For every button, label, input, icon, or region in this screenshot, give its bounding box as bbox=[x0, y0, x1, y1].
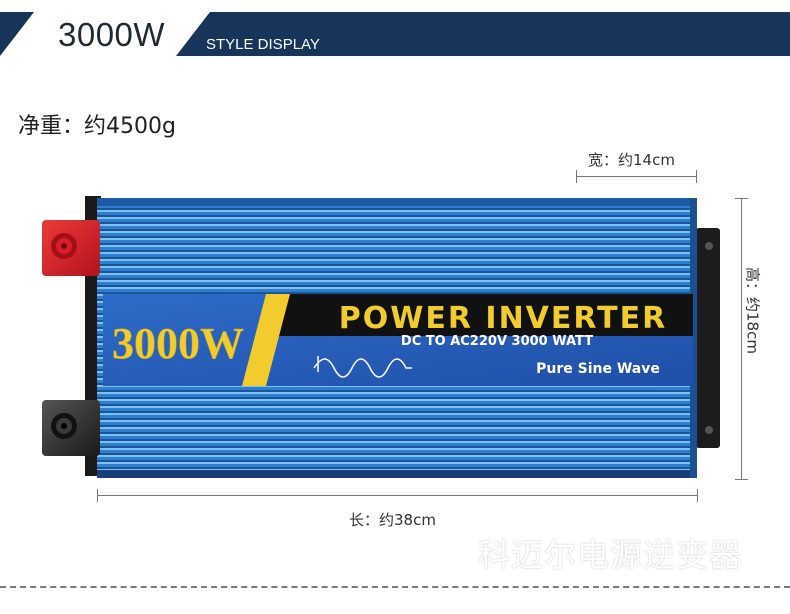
sine-wave-icon bbox=[313, 356, 412, 378]
length-dimension-line bbox=[97, 495, 697, 496]
width-dimension-tick bbox=[696, 170, 697, 183]
wave-label: Pure Sine Wave bbox=[536, 361, 660, 377]
mounting-bracket bbox=[696, 228, 720, 448]
header-subtitle: STYLE DISPLAY bbox=[206, 36, 320, 53]
label-yellow-stripe bbox=[242, 294, 290, 386]
height-dimension-tick bbox=[735, 479, 748, 480]
header-title: 3000W bbox=[58, 16, 166, 53]
power-badge: 3000W bbox=[112, 319, 244, 368]
width-dimension-tick bbox=[576, 170, 577, 183]
height-dimension-line bbox=[741, 198, 742, 479]
weight-label: 净重：约4500g bbox=[18, 114, 176, 139]
length-dimension-label: 长：约38cm bbox=[349, 511, 436, 529]
spec-line: DC TO AC220V 3000 WATT bbox=[401, 334, 593, 349]
width-dimension-line bbox=[576, 176, 696, 177]
label-black-band bbox=[272, 294, 693, 336]
header-tab bbox=[0, 12, 210, 56]
width-dimension-label: 宽：约14cm bbox=[588, 151, 675, 169]
brand-line: POWER INVERTER bbox=[339, 301, 667, 336]
negative-terminal bbox=[42, 400, 100, 456]
dashed-divider bbox=[0, 586, 790, 588]
watermark-text: 科迈尔电源逆变器 bbox=[478, 536, 743, 574]
height-dimension-tick bbox=[735, 198, 748, 199]
positive-terminal bbox=[42, 220, 100, 276]
length-dimension-tick bbox=[697, 489, 698, 502]
length-dimension-tick bbox=[97, 489, 98, 502]
